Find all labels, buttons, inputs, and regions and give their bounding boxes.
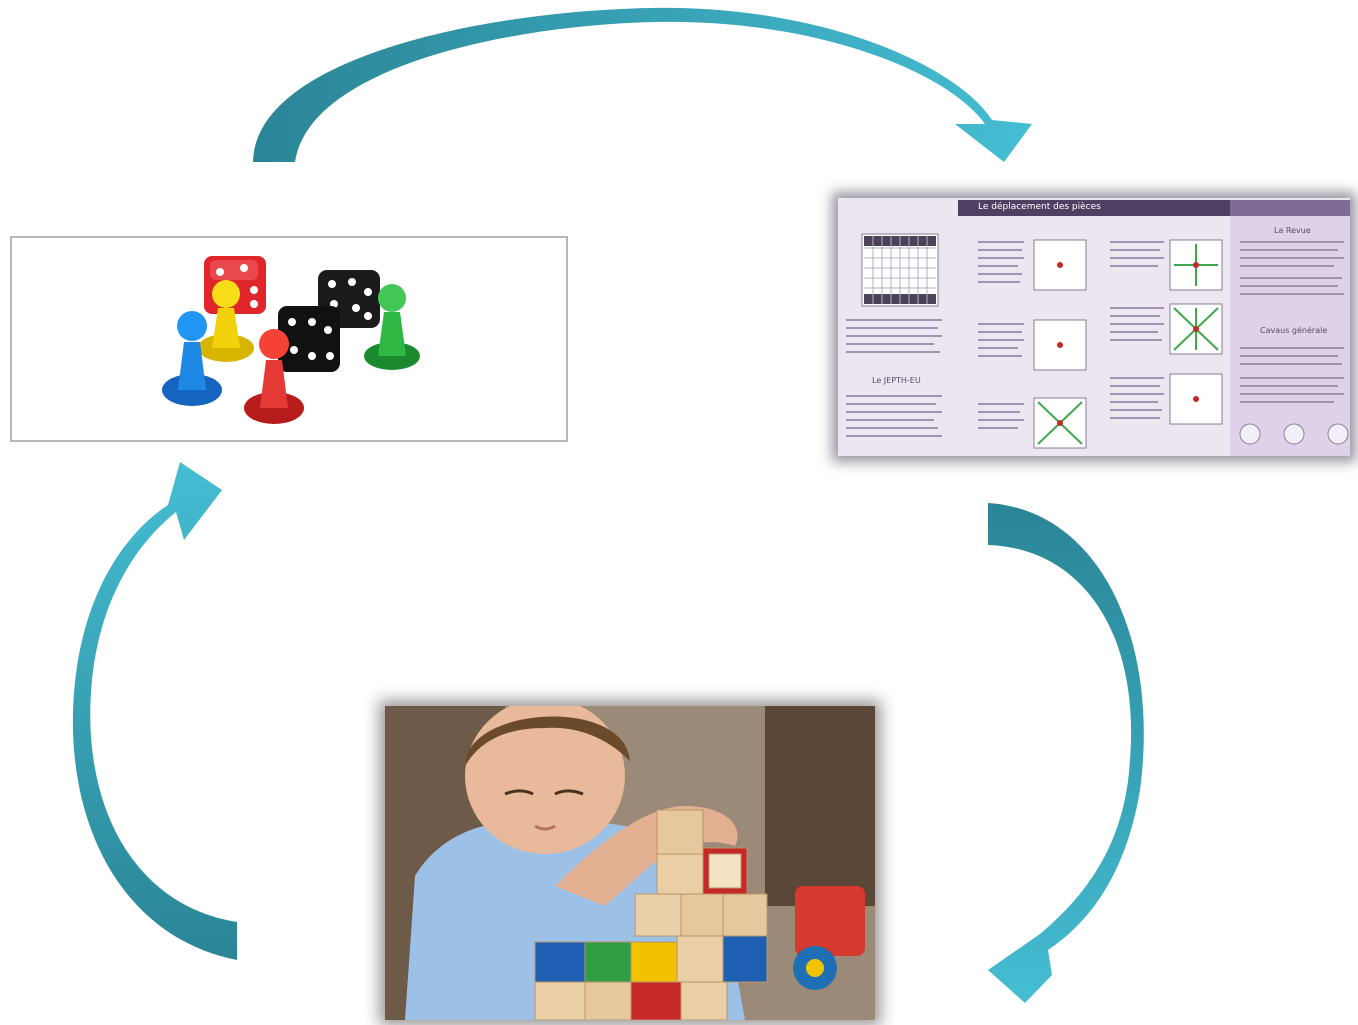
- arrow-child-to-games: [72, 462, 237, 960]
- rules-left-title: Le JEPTH-EU: [872, 376, 921, 385]
- chessboard-icon: [861, 233, 939, 307]
- toy-truck-icon: [793, 886, 865, 990]
- green-pawn-icon: [364, 284, 420, 370]
- rules-image-card: Le déplacement des pièces La Revue Cavau…: [838, 198, 1350, 456]
- arrow-rules-to-child: [988, 503, 1144, 1003]
- red-pawn-icon: [244, 329, 304, 424]
- rules-side-title: La Revue: [1274, 226, 1311, 235]
- dice-and-pawns-icon: [162, 256, 420, 424]
- arrow-games-to-rules: [253, 7, 1032, 162]
- yellow-pawn-icon: [198, 280, 254, 362]
- rules-header: Le déplacement des pièces: [978, 202, 1101, 212]
- rules-section-title: Cavaus générale: [1260, 326, 1328, 335]
- blue-pawn-icon: [162, 311, 222, 406]
- child-head: [465, 706, 630, 854]
- games-image-card: [10, 236, 568, 442]
- chess-rules-sheet-icon: [838, 198, 1350, 456]
- child-image-card: [385, 706, 875, 1020]
- black-die-front-icon: [278, 306, 340, 372]
- letter-blocks-icon: [534, 809, 768, 1020]
- child-with-blocks-icon: [385, 706, 875, 1020]
